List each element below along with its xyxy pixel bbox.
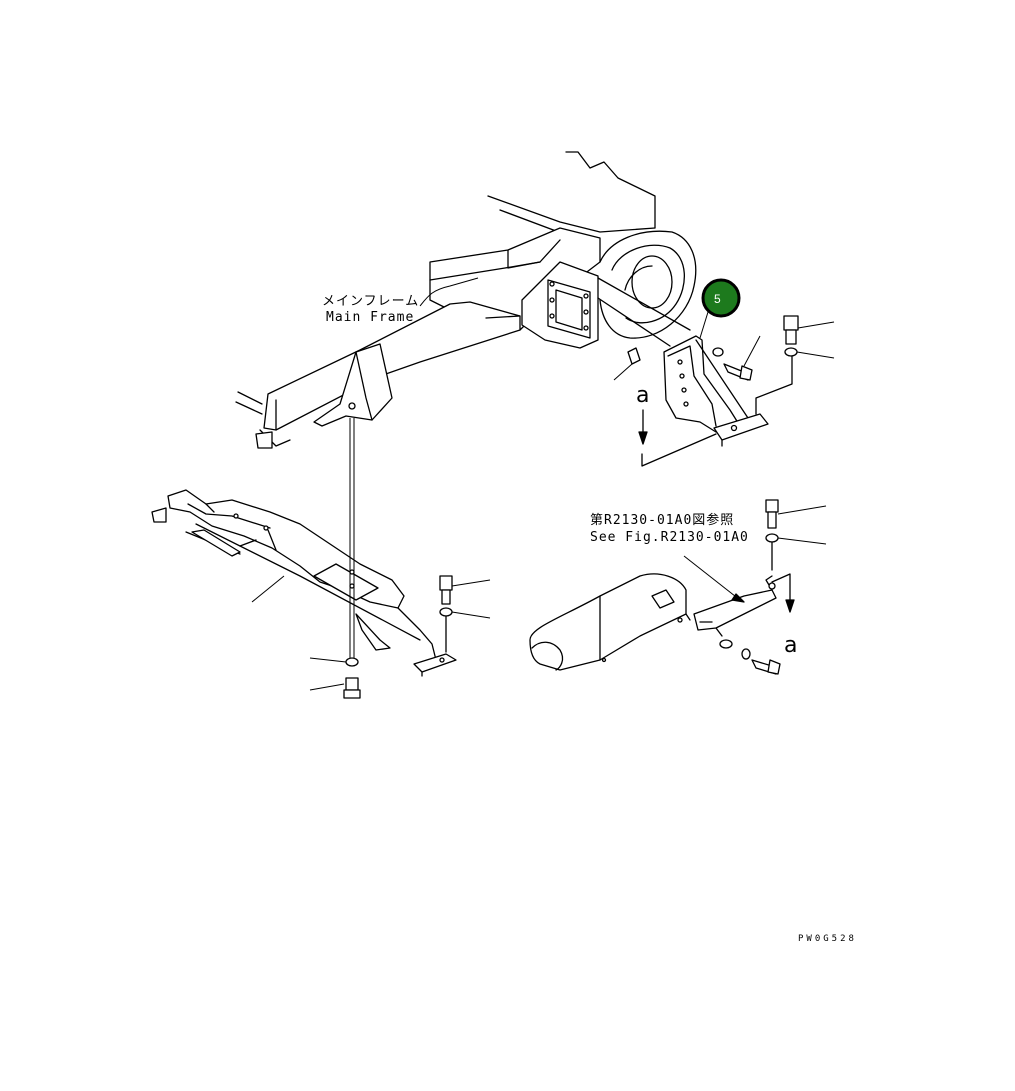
main-frame-label-en: Main Frame bbox=[326, 310, 414, 325]
callout-5-leader bbox=[699, 311, 709, 339]
see-fig-label-jp: 第R2130-01A0図参照 bbox=[590, 512, 734, 528]
main-frame-label: メインフレーム Main Frame bbox=[322, 277, 479, 325]
main-frame-label-jp: メインフレーム bbox=[322, 294, 419, 309]
main-frame-assembly bbox=[235, 151, 697, 449]
callout-5-number: 5 bbox=[714, 292, 721, 306]
callout-5: 5 bbox=[699, 278, 741, 339]
lower-right-cover bbox=[529, 499, 827, 675]
see-fig-label-en: See Fig.R2130-01A0 bbox=[590, 530, 749, 545]
lower-left-frame bbox=[151, 418, 491, 699]
main-frame-leader bbox=[419, 277, 479, 307]
view-a-bottom-label: a bbox=[784, 633, 797, 658]
view-a-top: a bbox=[636, 383, 717, 467]
see-fig-label: 第R2130-01A0図参照 See Fig.R2130-01A0 bbox=[590, 512, 749, 545]
drawing-code: PW0G528 bbox=[798, 934, 857, 944]
view-a-top-label: a bbox=[636, 383, 649, 408]
callout-5-circle bbox=[701, 278, 741, 318]
bracket-part-5 bbox=[613, 315, 835, 447]
